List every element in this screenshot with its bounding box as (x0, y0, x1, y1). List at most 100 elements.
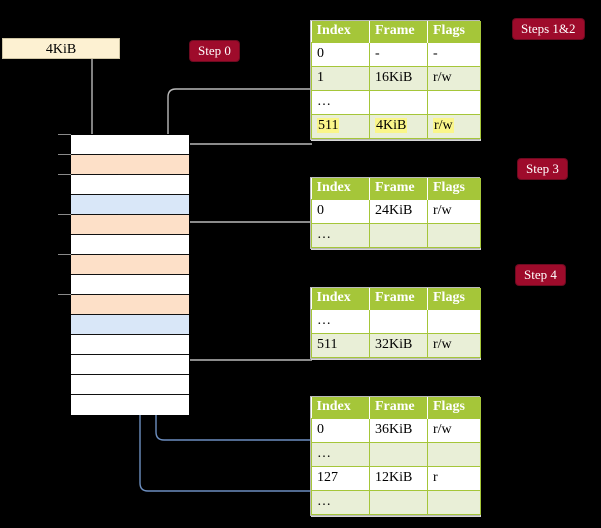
page-table-steps-1-2-cell-3-1: 4KiB (369, 114, 428, 139)
page-table-final-cell-2-0: 127 (311, 466, 370, 491)
table-row: 0-- (311, 42, 481, 67)
memory-row-10 (71, 335, 189, 355)
memory-tick-1 (58, 154, 71, 155)
memory-row-8 (71, 295, 189, 315)
page-table-step-3-cell-1-1 (369, 223, 428, 248)
page-table-step-3-col-header-flags: Flags (427, 178, 481, 200)
page-table-final-col-header-index: Index (311, 397, 370, 419)
memory-row-12 (71, 375, 189, 395)
page-table-step-4-col-header-frame: Frame (369, 288, 428, 310)
wire-table2-row0-to-memory (177, 221, 312, 310)
page-table-final-col-header-flags: Flags (427, 397, 481, 419)
page-table-step-3-cell-1-0: … (311, 223, 370, 248)
page-table-steps-1-2-col-header-frame: Frame (369, 21, 428, 43)
source-size-label: 4KiB (45, 42, 77, 57)
highlight-text: 511 (317, 118, 340, 133)
page-table-final-cell-1-0: … (311, 442, 370, 467)
table-row: 511 4KiB r/w (311, 114, 481, 139)
memory-row-5 (71, 235, 189, 255)
badge-step-3: Step 3 (518, 159, 567, 179)
page-table-step-4-col-header-index: Index (311, 288, 370, 310)
page-table-final-cell-0-2: r/w (427, 418, 481, 443)
memory-tick-2 (58, 174, 71, 175)
memory-row-6 (71, 255, 189, 275)
page-table-step-3-cell-0-2: r/w (427, 199, 481, 224)
page-table-step-3-cell-0-1: 24KiB (369, 199, 428, 224)
page-table-step-4-cell-1-0: 511 (311, 333, 370, 358)
memory-row-3 (71, 195, 189, 215)
page-table-steps-1-2-cell-3-2: r/w (427, 114, 481, 139)
page-table-final-cell-2-1: 12KiB (369, 466, 428, 491)
highlight-text: r/w (433, 118, 454, 133)
memory-tick-0 (58, 134, 71, 135)
page-table-step-3-cell-1-2 (427, 223, 481, 248)
physical-memory-column (70, 134, 190, 415)
page-table-step-3-cell-0-0: 0 (311, 199, 370, 224)
memory-row-7 (71, 275, 189, 295)
page-table-step-4-col-header-flags: Flags (427, 288, 481, 310)
page-table-final-col-header-frame: Frame (369, 397, 428, 419)
badge-steps-1-and-2-label: Steps 1&2 (521, 21, 576, 36)
page-table-step-4-cell-1-2: r/w (427, 333, 481, 358)
page-table-final-cell-0-0: 0 (311, 418, 370, 443)
page-table-steps-1-2-cell-1-2: r/w (427, 66, 481, 91)
badge-steps-1-and-2: Steps 1&2 (513, 19, 584, 39)
table-row: … (311, 309, 481, 334)
page-table-final-cell-0-1: 36KiB (369, 418, 428, 443)
page-table-steps-1-2-cell-3-0: 511 (311, 114, 370, 139)
page-table-steps-1-2-col-header-flags: Flags (427, 21, 481, 43)
table-row: … (311, 442, 481, 467)
badge-step-4-label: Step 4 (524, 267, 557, 282)
memory-row-2 (71, 175, 189, 195)
page-table-steps-1-2-cell-1-0: 1 (311, 66, 370, 91)
page-table-step-4-cell-0-2 (427, 309, 481, 334)
page-table-final-cell-2-2: r (427, 466, 481, 491)
page-table-steps-1-2-cell-2-2 (427, 90, 481, 115)
page-table-step-3-col-header-frame: Frame (369, 178, 428, 200)
memory-tick-6 (58, 254, 71, 255)
page-table-step-4-cell-0-1 (369, 309, 428, 334)
page-table-steps-1-2-cell-0-2: - (427, 42, 481, 67)
page-table-steps-1-2-col-header-index: Index (311, 21, 370, 43)
table-row: … (311, 90, 481, 115)
badge-step-0-label: Step 0 (198, 43, 231, 58)
wire-table1-row511-to-memory (171, 143, 312, 253)
page-table-steps-1-2-cell-0-0: 0 (311, 42, 370, 67)
memory-row-9 (71, 315, 189, 335)
badge-step-0: Step 0 (190, 41, 239, 61)
page-table-final-cell-1-2 (427, 442, 481, 467)
memory-row-0 (71, 135, 189, 155)
page-table-final-cell-1-1 (369, 442, 428, 467)
memory-tick-4 (58, 214, 71, 215)
page-table-final-cell-3-2 (427, 490, 481, 515)
memory-row-11 (71, 355, 189, 375)
page-table-final-cell-3-1 (369, 490, 428, 515)
memory-row-1 (71, 155, 189, 175)
page-table-step-4-cell-0-0: … (311, 309, 370, 334)
page-table-steps-1-2-cell-1-1: 16KiB (369, 66, 428, 91)
table-row: … (311, 223, 481, 248)
page-table-step-4-cell-1-1: 32KiB (369, 333, 428, 358)
page-table-steps-1-2-cell-2-0: … (311, 90, 370, 115)
